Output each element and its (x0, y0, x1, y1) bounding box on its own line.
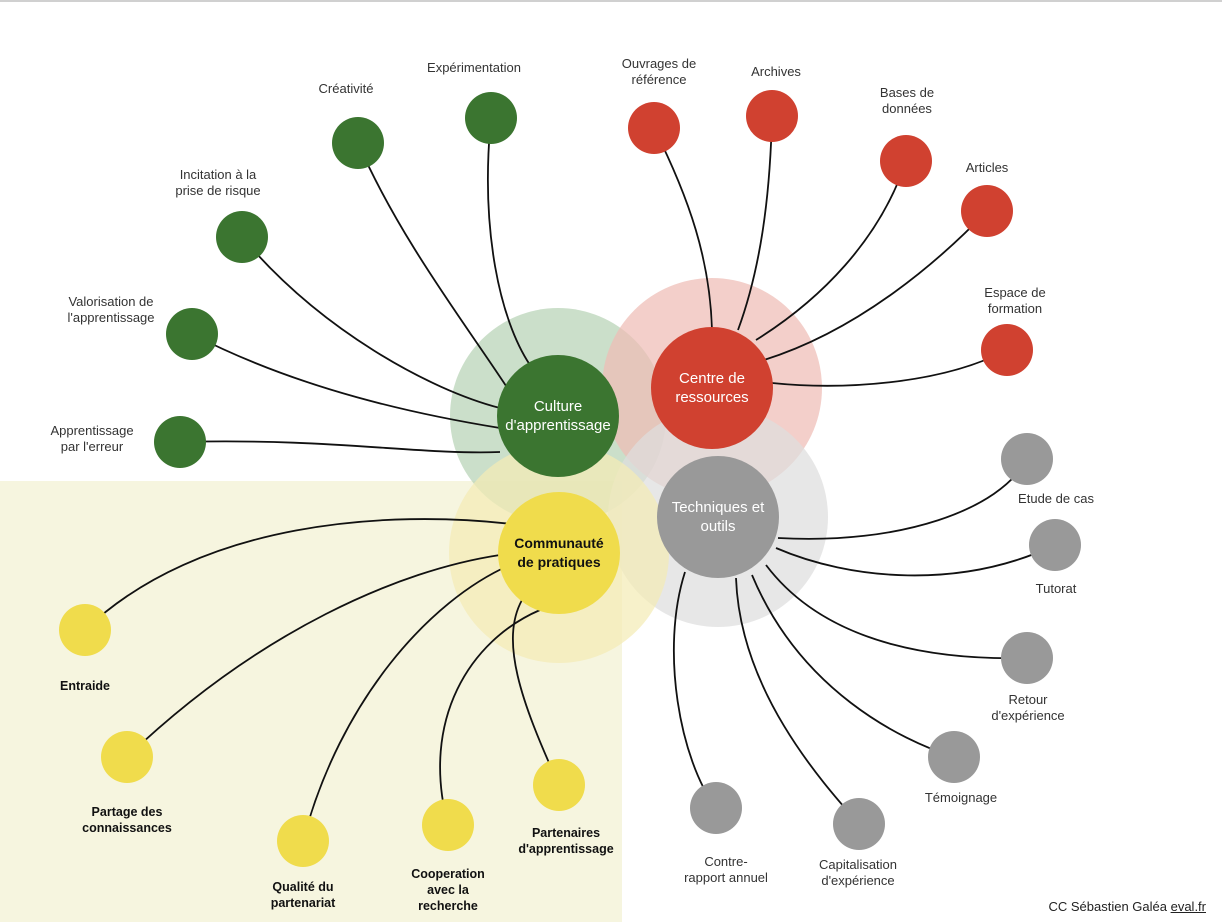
connector-culture-1 (191, 333, 501, 429)
connector-communaute-17 (126, 554, 501, 758)
connector-culture-2 (241, 236, 501, 409)
techniques-node-14 (833, 798, 885, 850)
culture-hub-label: Culture d'apprentissage (505, 398, 611, 434)
ressources-node-8 (961, 185, 1013, 237)
connector-culture-3 (357, 142, 511, 393)
connector-ressources-7 (755, 160, 907, 341)
communaute-node-label: Entraide (59, 679, 111, 693)
techniques-node-10 (1001, 433, 1053, 485)
connector-culture-4 (487, 117, 531, 366)
top-border (0, 0, 1222, 2)
credit-link[interactable]: eval.fr (1170, 899, 1206, 914)
connector-techniques-11 (775, 544, 1056, 577)
communaute-node-20 (533, 759, 585, 811)
culture-node-label: Apprentissage par l'erreur (50, 423, 134, 454)
techniques-node-label: Tutorat (1035, 581, 1077, 596)
communaute-node-16 (59, 604, 111, 656)
ressources-node-label: Bases de données (879, 85, 935, 116)
techniques-node-12 (1001, 632, 1053, 684)
techniques-hub-label: Techniques et outils (671, 499, 765, 535)
ressources-node-7 (880, 135, 932, 187)
techniques-node-11 (1029, 519, 1081, 571)
techniques-node-label: Témoignage (924, 790, 998, 805)
techniques-node-label: Retour d'expérience (991, 692, 1065, 723)
culture-node-4 (465, 92, 517, 144)
credit-text: CC Sébastien Galéa (1048, 899, 1171, 914)
techniques-node-label: Etude de cas (1018, 491, 1094, 506)
culture-node-label: Valorisation de l'apprentissage (67, 294, 155, 325)
communaute-node-label: Qualité du partenariat (270, 880, 336, 910)
techniques-node-13 (928, 731, 980, 783)
communaute-node-label: Partage des connaissances (82, 805, 172, 835)
culture-node-label: Créativité (318, 81, 374, 96)
connector-techniques-12 (765, 564, 1028, 660)
ressources-node-label: Espace de formation (984, 285, 1046, 316)
communaute-node-label: Partenaires d'apprentissage (518, 826, 614, 856)
connector-communaute-16 (84, 518, 513, 631)
techniques-node-15 (690, 782, 742, 834)
ressources-node-label: Ouvrages de référence (621, 56, 697, 87)
connector-ressources-9 (771, 349, 1008, 387)
connector-ressources-6 (737, 115, 773, 331)
communaute-node-label: Cooperation avec la recherche (411, 867, 485, 913)
communaute-hub (498, 492, 620, 614)
communaute-node-17 (101, 731, 153, 783)
connector-ressources-8 (763, 210, 988, 361)
communaute-node-18 (277, 815, 329, 867)
ressources-hub-label: Centre de ressources (675, 370, 749, 406)
ressources-hub (651, 327, 773, 449)
techniques-node-label: Capitalisation d'expérience (818, 857, 898, 888)
credit: CC Sébastien Galéa eval.fr (1048, 899, 1206, 914)
communaute-node-19 (422, 799, 474, 851)
culture-node-3 (332, 117, 384, 169)
communaute-hub-label: Communauté de pratiques (514, 535, 604, 570)
culture-node-2 (216, 211, 268, 263)
culture-node-0 (154, 416, 206, 468)
culture-node-label: Expérimentation (427, 60, 521, 75)
culture-node-1 (166, 308, 218, 360)
techniques-hub (657, 456, 779, 578)
connector-culture-0 (179, 440, 501, 454)
ressources-node-9 (981, 324, 1033, 376)
connector-ressources-5 (653, 127, 713, 331)
techniques-node-label: Contre- rapport annuel (684, 854, 768, 885)
culture-hub (497, 355, 619, 477)
ressources-node-5 (628, 102, 680, 154)
connector-communaute-20 (512, 599, 560, 786)
ressources-node-6 (746, 90, 798, 142)
culture-node-label: Incitation à la prise de risque (175, 167, 261, 198)
ressources-node-label: Articles (965, 160, 1009, 175)
connector-communaute-18 (302, 564, 511, 842)
ressources-node-label: Archives (751, 64, 801, 79)
